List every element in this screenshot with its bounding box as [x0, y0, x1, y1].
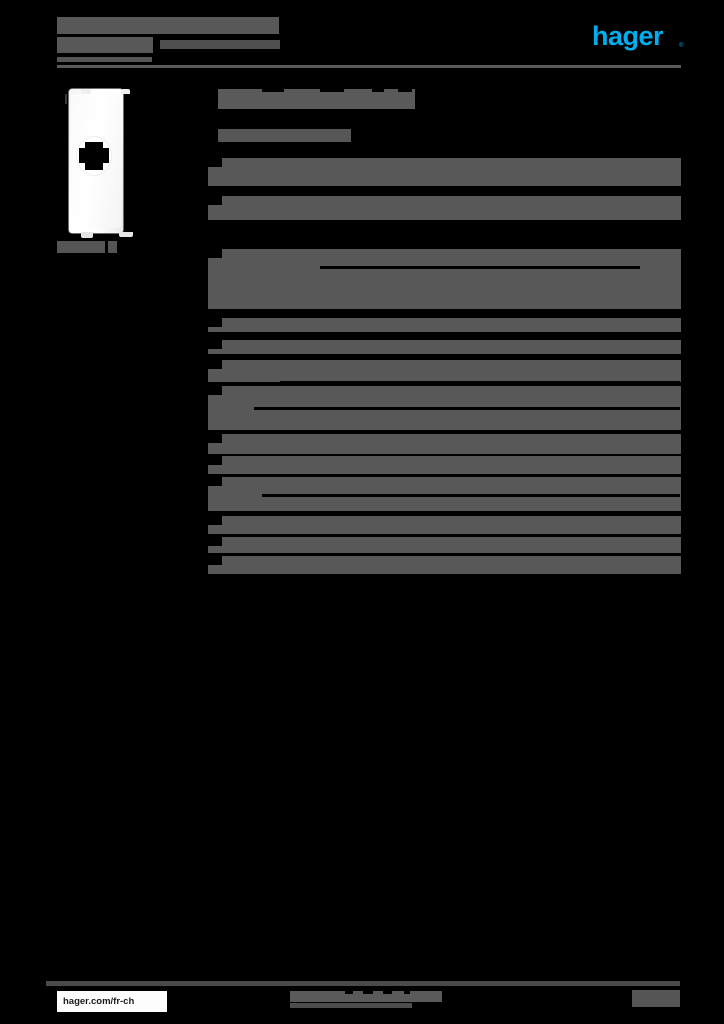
- table-cell-label: [222, 456, 274, 467]
- cross-cutout-vertical: [85, 142, 103, 170]
- table-cell-label: [222, 196, 268, 207]
- cover-plate-tab: [121, 89, 130, 94]
- table-row-separator: [320, 266, 640, 269]
- table-cell-label: [222, 434, 274, 445]
- table-cell-label: [222, 386, 278, 397]
- header-title-gap: [0, 6, 20, 12]
- table-cell-label: [222, 516, 278, 527]
- table-row-marker: [208, 477, 222, 486]
- hager-logo[interactable]: hager ®: [592, 21, 683, 51]
- table-row-marker: [208, 196, 222, 205]
- table-row-marker: [208, 360, 222, 369]
- table-row-marker: [208, 456, 222, 465]
- table-row: [208, 340, 681, 354]
- table-row: [208, 456, 681, 474]
- table-cell-label: [222, 340, 274, 351]
- table-row-marker: [208, 386, 222, 395]
- header-divider: [57, 65, 681, 68]
- table-row: [208, 158, 681, 186]
- footer-url[interactable]: hager.com/fr-ch: [57, 991, 167, 1012]
- page-title-gap: [398, 86, 412, 92]
- table-row-separator: [352, 574, 650, 577]
- header-title-gap: [0, 18, 20, 24]
- cover-plate-body: [69, 89, 133, 238]
- table-row-separator: [306, 553, 650, 556]
- header-title-line-2: [57, 37, 153, 53]
- page-number-badge: [632, 990, 680, 1007]
- header-title-gap: [0, 0, 14, 6]
- cover-plate-tab: [81, 89, 91, 94]
- table-row-separator: [312, 474, 620, 477]
- table-row-marker: [208, 249, 222, 258]
- table-cell-label: [222, 318, 274, 329]
- table-row: [208, 249, 681, 309]
- table-row: [208, 537, 681, 553]
- table-row-marker: [208, 537, 222, 546]
- table-cell-label: [222, 158, 274, 169]
- table-row: [208, 556, 681, 574]
- table-row: [208, 318, 681, 332]
- cover-plate-tab: [81, 232, 93, 238]
- footer-text-gap: [363, 989, 373, 994]
- footer-url-label: hager.com/fr-ch: [63, 996, 135, 1007]
- hager-logo-text: hager: [592, 21, 664, 51]
- table-cell-label: [222, 477, 282, 488]
- table-row-marker: [208, 516, 222, 525]
- table-row-marker: [208, 556, 222, 565]
- table-row-separator: [280, 381, 680, 384]
- table-row-marker: [208, 434, 222, 443]
- cover-plate-tab: [119, 232, 133, 237]
- table-cell-label: [222, 556, 274, 567]
- product-image: [57, 86, 155, 238]
- footer-divider: [46, 981, 680, 986]
- table-row-separator: [262, 494, 680, 497]
- footer-text-gap: [345, 989, 353, 994]
- footer-text-gap: [404, 989, 410, 994]
- table-row: [208, 360, 681, 382]
- table-cell-label: [222, 249, 278, 260]
- image-edge-marker: [65, 94, 67, 104]
- page-header: hager ®: [0, 0, 724, 76]
- table-row-separator: [296, 358, 664, 361]
- table-cell-label: [222, 360, 278, 371]
- page-title-gap: [372, 86, 384, 92]
- trademark-icon: ®: [679, 43, 683, 49]
- page-title-gap: [320, 86, 344, 92]
- page-subtitle: [218, 129, 351, 142]
- product-image-caption: [57, 241, 105, 253]
- table-row-separator: [264, 338, 640, 341]
- table-row-separator: [264, 534, 680, 537]
- table-row: [208, 196, 681, 220]
- table-row-separator: [254, 407, 680, 410]
- header-title-line-1: [57, 17, 279, 34]
- table-row-marker: [208, 158, 222, 167]
- footer-text-gap: [383, 989, 392, 994]
- table-row-marker: [208, 340, 222, 349]
- table-cell-label: [222, 537, 274, 548]
- header-subtitle: [160, 40, 280, 49]
- header-title-gap: [0, 12, 14, 18]
- page-title: [218, 89, 415, 109]
- table-row-marker: [208, 318, 222, 327]
- table-row: [208, 516, 681, 534]
- footer-center-text: [290, 991, 442, 1002]
- footer-center-subtext: [290, 1003, 412, 1008]
- cover-plate-aperture: [76, 136, 112, 176]
- header-divider-short: [57, 57, 152, 62]
- table-row: [208, 434, 681, 454]
- page-title-gap: [262, 86, 284, 92]
- table-row-separator: [455, 227, 551, 230]
- product-image-caption-code: [108, 241, 117, 253]
